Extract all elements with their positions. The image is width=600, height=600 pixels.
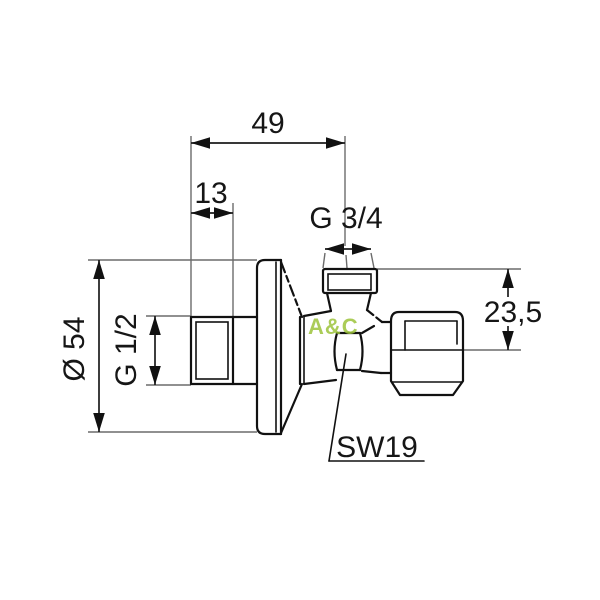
dimension-top-outlet-thread: G 3/4 bbox=[309, 202, 383, 255]
arrowhead-right-icon bbox=[326, 137, 345, 149]
arrowhead-up-icon bbox=[149, 316, 161, 335]
valve-hex-section bbox=[333, 331, 364, 372]
dimension-outlet-offset: 23,5 bbox=[484, 269, 542, 350]
arrowhead-left-icon bbox=[325, 243, 344, 255]
arrowhead-right-icon bbox=[214, 207, 233, 219]
dim-label-inlet-thread-length: 13 bbox=[194, 177, 227, 210]
valve-top-outlet bbox=[321, 267, 379, 313]
watermark-text: A&C bbox=[308, 314, 359, 339]
dim-label-top-outlet-thread: G 3/4 bbox=[309, 202, 382, 235]
leader-line bbox=[328, 353, 347, 462]
arrowhead-left-icon bbox=[191, 207, 210, 219]
arrowhead-up-icon bbox=[502, 269, 514, 288]
callout-wrench-size: SW19 bbox=[328, 353, 425, 464]
arrowhead-down-icon bbox=[149, 366, 161, 385]
dim-label-inlet-thread-size: G 1/2 bbox=[110, 313, 143, 386]
arrowhead-right-icon bbox=[352, 243, 371, 255]
valve-inlet-thread bbox=[189, 315, 235, 386]
valve-body bbox=[302, 308, 393, 386]
arrowhead-left-icon bbox=[191, 137, 210, 149]
dimension-rosette-diameter: Ø 54 bbox=[58, 260, 105, 432]
label-wrench-size: SW19 bbox=[336, 431, 418, 464]
dimension-overall-width: 49 bbox=[191, 107, 345, 149]
dimension-inlet-thread-size: G 1/2 bbox=[110, 313, 161, 387]
extension-lines bbox=[88, 136, 521, 433]
valve-rosette-flange bbox=[255, 258, 305, 436]
arrowhead-down-icon bbox=[502, 331, 514, 350]
arrowhead-up-icon bbox=[93, 260, 105, 279]
dimension-inlet-thread-length: 13 bbox=[191, 177, 233, 219]
dim-label-overall-width: 49 bbox=[251, 107, 284, 140]
dim-label-outlet-offset: 23,5 bbox=[484, 296, 542, 329]
valve-drawing bbox=[189, 258, 465, 436]
valve-outlet-nut bbox=[389, 310, 465, 397]
dim-label-rosette-diameter: Ø 54 bbox=[58, 316, 91, 381]
arrowhead-down-icon bbox=[93, 413, 105, 432]
valve-inlet-connector bbox=[231, 315, 259, 386]
